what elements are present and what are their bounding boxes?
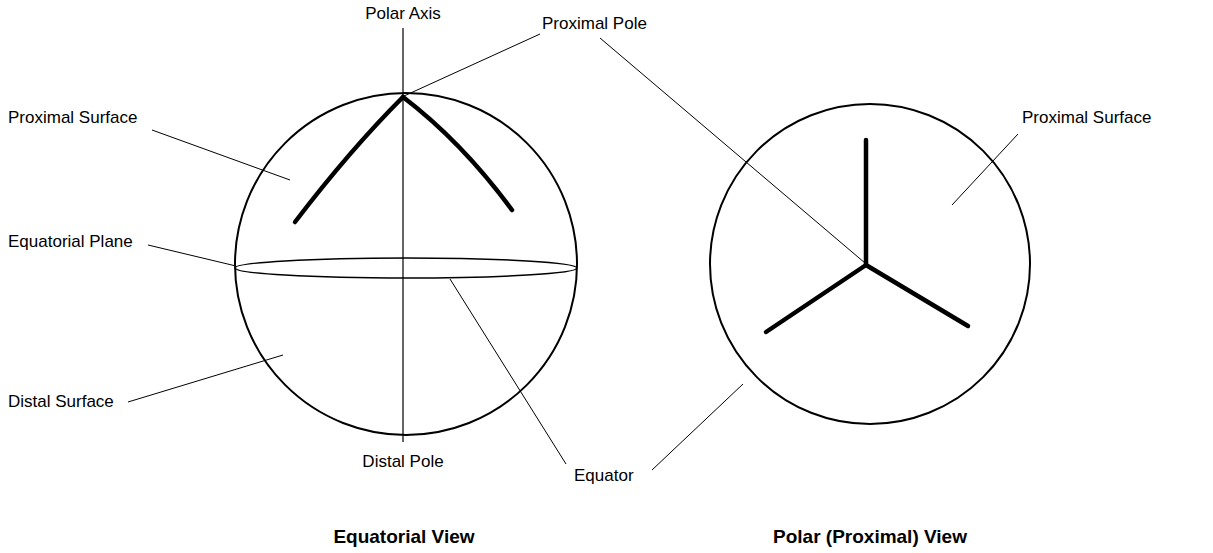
laesura-arm [864, 140, 869, 265]
part-label: Proximal Surface [8, 108, 137, 128]
leader-line [152, 130, 290, 180]
leader-line [600, 38, 865, 263]
part-label: Distal Surface [8, 392, 114, 412]
view-title: Polar (Proximal) View [773, 526, 967, 549]
part-label: Equatorial Plane [8, 232, 133, 252]
laesura-arm [295, 97, 403, 222]
polar-axis-line [402, 28, 403, 442]
part-label: Proximal Surface [1022, 108, 1151, 128]
leader-line [652, 384, 743, 470]
pollen-outline [235, 93, 577, 435]
equatorial-plane-ellipse [235, 258, 577, 278]
view-title: Equatorial View [333, 526, 474, 549]
laesura-arm [866, 265, 968, 326]
leader-line [404, 34, 540, 96]
laesura-arm [766, 265, 866, 332]
pollen-outline [710, 104, 1030, 424]
part-label: Equator [574, 466, 634, 486]
axis-label: Polar Axis [365, 4, 441, 24]
laesura-arm [403, 97, 512, 210]
leader-line [128, 355, 283, 402]
leader-line [450, 279, 566, 464]
leader-line [148, 245, 236, 266]
leader-line [952, 134, 1018, 205]
part-label: Proximal Pole [542, 14, 647, 34]
part-label: Distal Pole [362, 452, 443, 472]
